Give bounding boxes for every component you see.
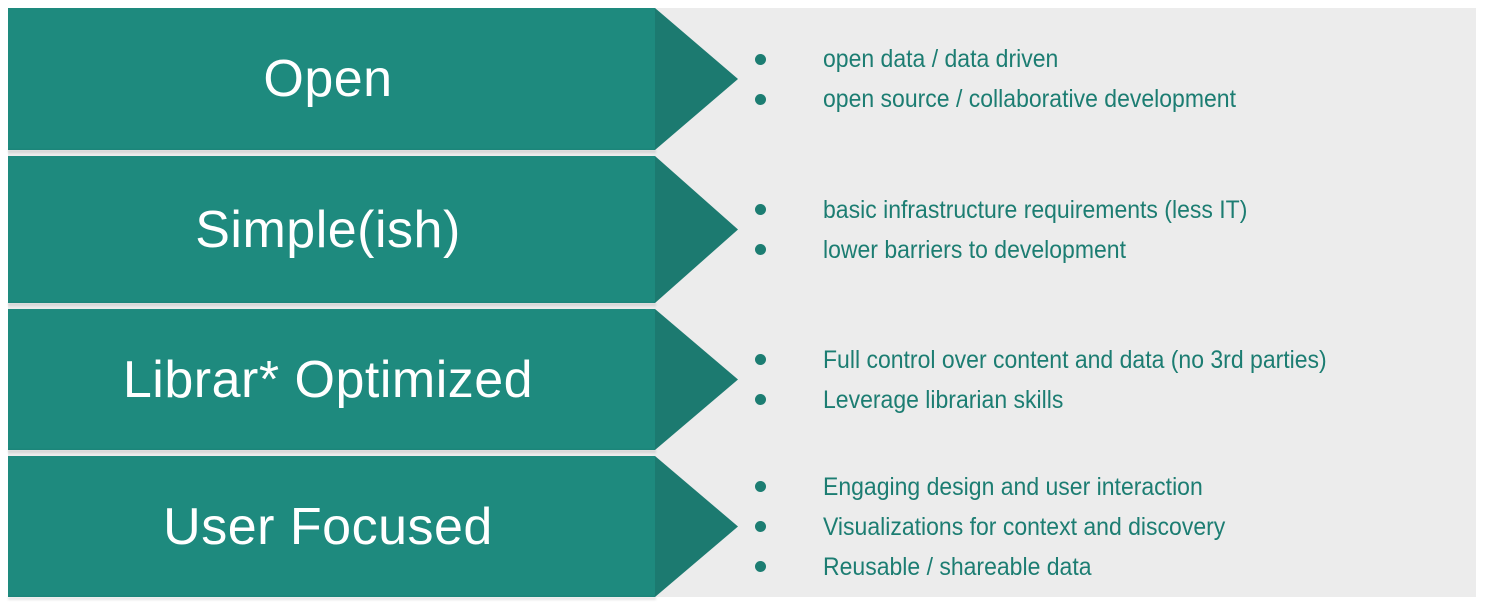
bullet-list: basic infrastructure requirements (less … — [755, 156, 1284, 303]
bullet-dot-icon — [755, 561, 766, 572]
bullet-dot-icon — [755, 93, 766, 105]
bullet-dot-icon — [755, 244, 766, 255]
arrow-head — [655, 156, 738, 303]
bullet-item: Reusable / shareable data — [755, 547, 1260, 587]
bullet-item: Full control over content and data (no 3… — [755, 340, 1371, 380]
bullet-item: open data / data driven — [755, 39, 1272, 79]
arrow-shadow — [8, 303, 656, 306]
arrow-shadow — [8, 150, 656, 153]
bullet-item: basic infrastructure requirements (less … — [755, 190, 1284, 230]
bullet-dot-icon — [755, 354, 766, 365]
bullet-text: basic infrastructure requirements (less … — [823, 195, 1248, 224]
arrow-shape[interactable] — [8, 156, 738, 303]
bullet-item: Engaging design and user interaction — [755, 467, 1260, 507]
bullet-list: open data / data driven open source / col… — [755, 8, 1272, 150]
bullet-dot-icon — [755, 53, 766, 65]
bullet-item: Visualizations for context and discovery — [755, 507, 1260, 547]
bullet-text: Reusable / shareable data — [823, 552, 1092, 581]
arrow-body — [8, 456, 655, 597]
arrow-row: Simple(ish)basic infrastructure requirem… — [0, 156, 1503, 303]
bullet-dot-icon — [755, 204, 766, 215]
bullet-item: open source / collaborative development — [755, 79, 1272, 119]
bullet-dot-icon — [755, 481, 766, 492]
bullet-text: Engaging design and user interaction — [823, 472, 1203, 501]
arrow-shape[interactable] — [8, 456, 738, 597]
bullet-dot-icon — [755, 521, 766, 532]
bullet-text: Leverage librarian skills — [823, 385, 1064, 414]
arrow-head — [655, 309, 738, 450]
bullet-text: open data / data driven — [823, 45, 1059, 73]
bullet-text: open source / collaborative development — [823, 85, 1236, 113]
arrow-shadow — [8, 450, 656, 453]
arrow-body — [8, 309, 655, 450]
bullet-item: lower barriers to development — [755, 230, 1284, 270]
bullet-dot-icon — [755, 394, 766, 405]
bullet-text: Visualizations for context and discovery — [823, 512, 1226, 541]
bullet-text: lower barriers to development — [823, 235, 1126, 264]
arrow-shape[interactable] — [8, 309, 738, 450]
arrow-shape[interactable] — [8, 8, 738, 150]
bullet-list: Full control over content and data (no 3… — [755, 309, 1371, 450]
bullet-item: Leverage librarian skills — [755, 380, 1371, 420]
arrow-body — [8, 8, 655, 150]
bullet-text: Full control over content and data (no 3… — [823, 345, 1327, 374]
arrow-head — [655, 456, 738, 597]
arrow-head — [655, 8, 738, 150]
arrow-body — [8, 156, 655, 303]
arrow-shadow — [8, 597, 656, 600]
